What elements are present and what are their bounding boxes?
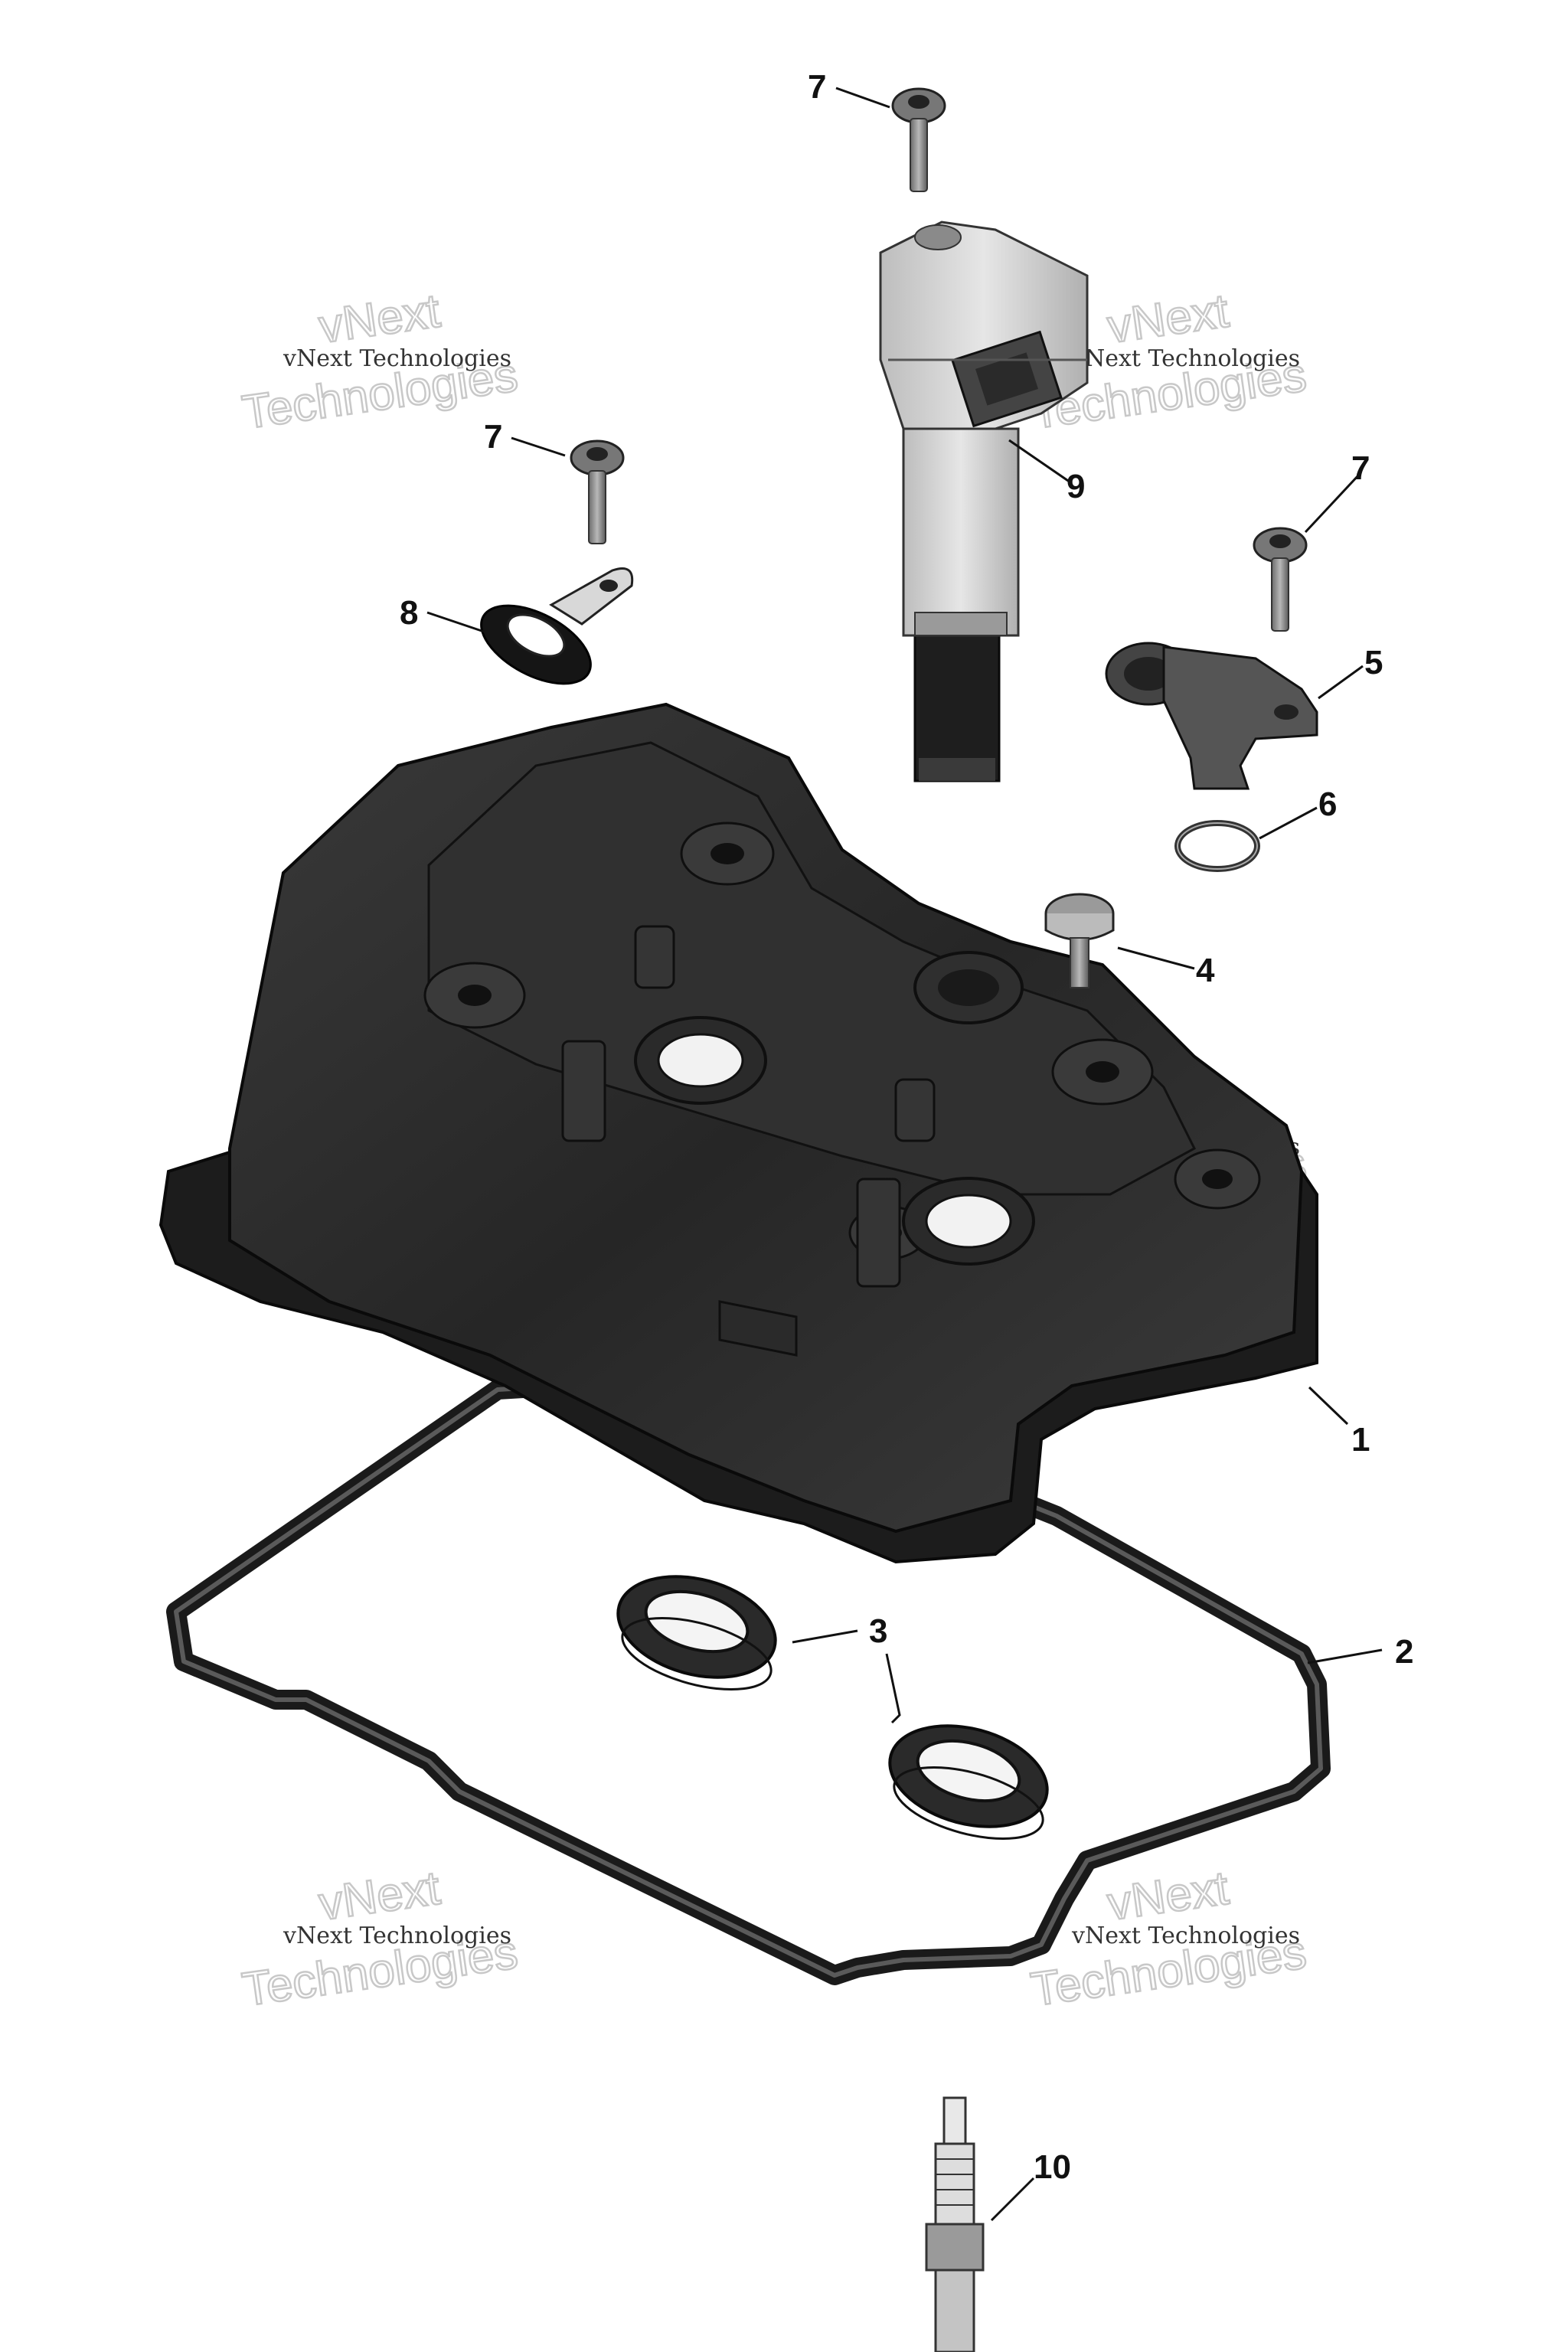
plug-well-seal-upper — [616, 1575, 777, 1691]
callout-1: 1 — [1351, 1421, 1370, 1459]
watermark-small: vNext Technologies — [283, 1922, 511, 1949]
bolt-top — [891, 87, 946, 192]
plug-well-seal-lower — [888, 1724, 1049, 1841]
callout-7-right: 7 — [1351, 449, 1370, 487]
watermark-top-left: vNext Technologies vNext Technologies — [238, 283, 522, 440]
breather-fitting — [1044, 893, 1115, 988]
callout-8: 8 — [400, 594, 418, 632]
callout-2: 2 — [1395, 1633, 1413, 1671]
callout-5: 5 — [1364, 644, 1383, 681]
watermark-line1: vNext — [315, 284, 443, 353]
leader-lines — [426, 87, 1383, 2222]
watermark-small: vNext Technologies — [1071, 345, 1300, 372]
watermark-small: vNext Technologies — [1071, 1922, 1300, 1949]
valve-cover — [158, 702, 1318, 1564]
bolt-right — [1253, 527, 1308, 632]
bolt-left — [570, 439, 625, 544]
callout-6: 6 — [1318, 786, 1337, 823]
o-ring — [1174, 820, 1260, 872]
ignition-coil — [879, 220, 1089, 782]
callout-4: 4 — [1196, 952, 1215, 989]
callout-9: 9 — [1067, 468, 1085, 505]
cable-clamp — [480, 567, 634, 685]
callout-3: 3 — [869, 1612, 887, 1650]
watermark-line1: vNext — [1104, 1861, 1232, 1930]
camshaft-position-sensor — [1105, 642, 1318, 790]
watermark-small: vNext Technologies — [283, 345, 511, 372]
watermark-line1: vNext — [315, 1861, 443, 1930]
spark-plug — [925, 2096, 985, 2352]
callout-labels: 7 7 7 8 9 5 6 4 1 2 3 10 — [400, 68, 1413, 2186]
callout-10: 10 — [1034, 2148, 1071, 2186]
callout-7-left: 7 — [484, 418, 502, 456]
watermark-bottom-left: vNext Technologies vNext Technologies — [238, 1860, 522, 2017]
callout-7-top: 7 — [808, 68, 826, 106]
watermark-line1: vNext — [1104, 284, 1232, 353]
